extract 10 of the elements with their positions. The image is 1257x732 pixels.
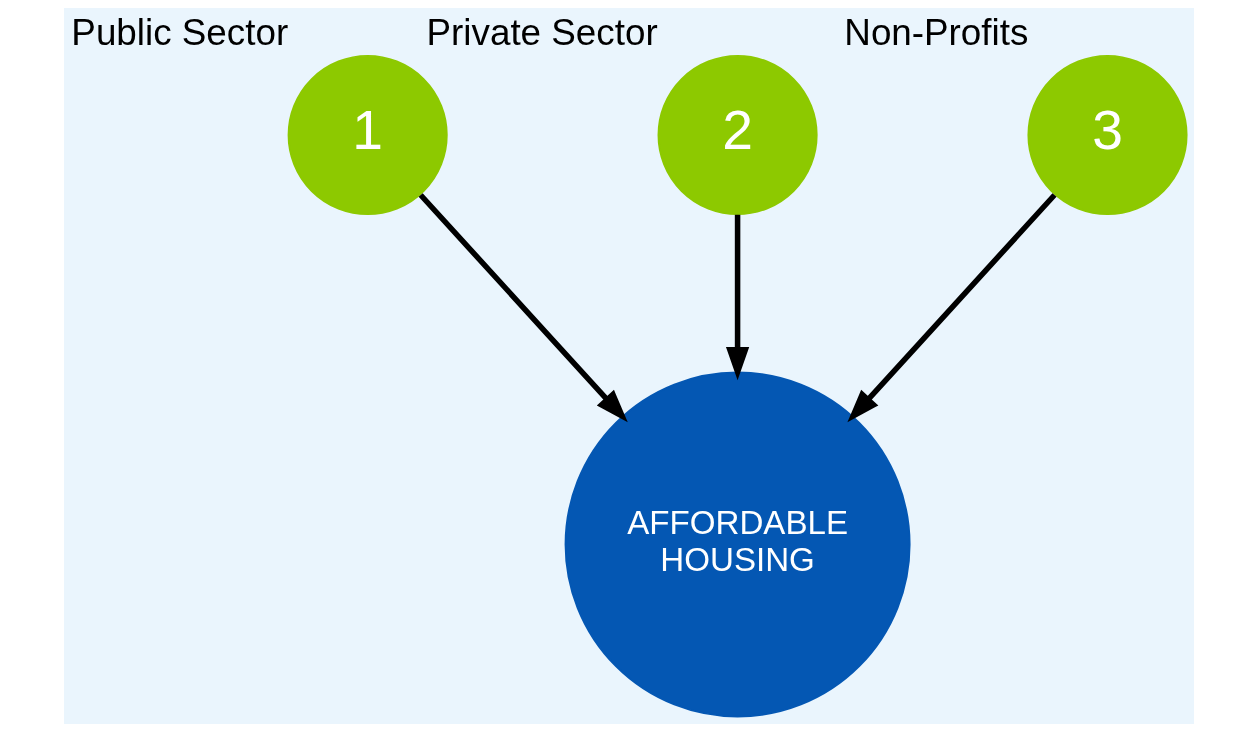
node-circle: AFFORDABLE HOUSING (564, 371, 911, 718)
arrow (725, 214, 749, 381)
node-circle: 2 (657, 54, 818, 216)
node-label: Public Sector (70, 11, 288, 53)
node-label: Non-Profits (843, 11, 1028, 53)
node-circle: 3 (1026, 54, 1188, 216)
node-circle: 1 (287, 54, 448, 216)
node-label: Private Sector (426, 11, 658, 53)
arrow (418, 193, 628, 423)
arrow (846, 193, 1057, 423)
